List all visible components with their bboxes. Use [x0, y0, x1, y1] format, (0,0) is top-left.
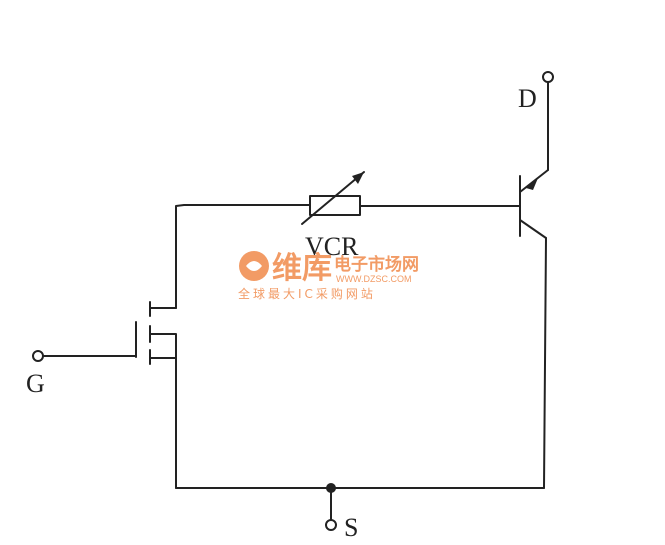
drain-label: D: [518, 84, 537, 113]
top-left-wire: [175, 204, 311, 309]
watermark-subtitle: 全球最大IC采购网站: [238, 286, 376, 301]
variable-arrow: [301, 171, 365, 225]
watermark-brand: 维库: [272, 251, 332, 286]
watermark: 维库 电子市场网 WWW.DZSC.COM 全球最大IC采购网站: [238, 251, 419, 301]
gate-label: G: [26, 369, 45, 398]
watermark-tagline: 电子市场网: [334, 254, 419, 275]
bjt-collector: [519, 219, 547, 239]
junction-dot: [326, 483, 336, 493]
drain-terminal: [542, 71, 554, 83]
source-label: S: [344, 513, 358, 542]
variable-arrowhead: [352, 172, 364, 184]
emitter-arrowhead: [526, 178, 538, 190]
source-terminal: [325, 519, 337, 531]
watermark-url: WWW.DZSC.COM: [336, 274, 412, 284]
right-wire: [543, 237, 547, 489]
resistor-label: VCR: [305, 232, 359, 261]
gate-terminal: [32, 350, 44, 362]
bjt-emitter: [519, 169, 549, 193]
mosfet-body: [149, 333, 177, 359]
mosfet-source: [149, 357, 177, 489]
